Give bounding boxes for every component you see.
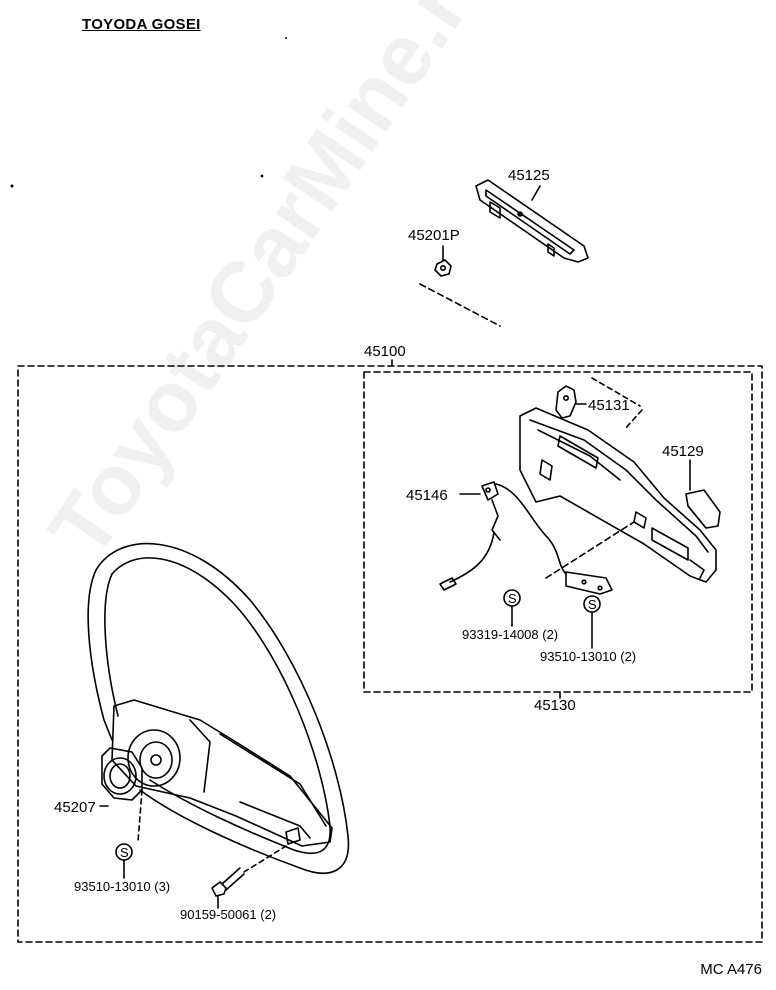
service-mark-1: S — [508, 591, 517, 606]
pad-45125-shape — [475, 179, 589, 263]
switch-45129-shape — [685, 489, 721, 529]
figure-reference: MC A476 — [700, 961, 762, 978]
service-mark-2: S — [588, 597, 597, 612]
label-90159-50061: 90159-50061 (2) — [180, 907, 277, 922]
label-93510-13010-a: 93510-13010 (2) — [540, 649, 637, 664]
label-45146: 45146 — [406, 487, 448, 504]
assembly-frame-45130 — [363, 371, 753, 693]
label-45129: 45129 — [662, 443, 704, 460]
label-45131: 45131 — [588, 397, 630, 414]
assembly-frame-45100 — [17, 365, 763, 943]
cancel-ring-45207-shape — [101, 747, 143, 801]
clip-45131-shape — [555, 385, 577, 419]
label-45201p: 45201P — [408, 227, 460, 244]
label-45130: 45130 — [534, 697, 576, 714]
steering-wheel-shape — [87, 542, 350, 874]
label-45207: 45207 — [54, 799, 96, 816]
label-93510-13010-b: 93510-13010 (3) — [74, 879, 171, 894]
label-93319-14008: 93319-14008 (2) — [462, 627, 559, 642]
bolt-90159-shape — [211, 867, 245, 897]
pad-body-45130-shape — [519, 407, 717, 583]
label-45125: 45125 — [508, 167, 550, 184]
wire-45146-shape — [439, 481, 613, 595]
service-mark-3: S — [120, 845, 129, 860]
nut-45201p-shape — [434, 259, 452, 277]
brand-label: TOYODA GOSEI — [82, 16, 201, 33]
label-45100: 45100 — [364, 343, 406, 360]
